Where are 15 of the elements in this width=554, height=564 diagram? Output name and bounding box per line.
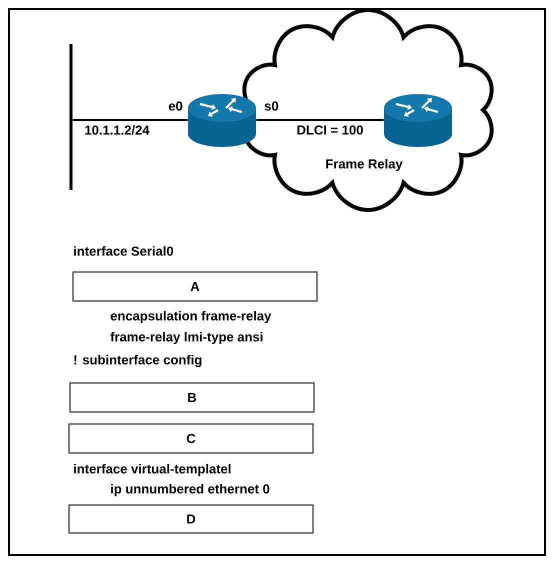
network-link: [72, 119, 188, 121]
router-icon: [384, 94, 452, 147]
interface-label: e0: [168, 101, 182, 111]
link-label: DLCI = 100: [296, 124, 364, 136]
router-icon: [188, 94, 256, 147]
config-line: frame-relay lmi-type ansi: [110, 332, 262, 344]
config-line: interface virtual-templatel: [74, 464, 230, 476]
answer-box: C: [68, 424, 314, 454]
interface-label: s0: [264, 101, 278, 111]
answer-box: A: [72, 272, 318, 302]
network-link: [256, 119, 384, 121]
answer-box: B: [70, 382, 314, 412]
ethernet-segment: [70, 44, 72, 190]
answer-box: D: [68, 504, 314, 534]
link-label: 10.1.1.2/24: [83, 124, 151, 136]
